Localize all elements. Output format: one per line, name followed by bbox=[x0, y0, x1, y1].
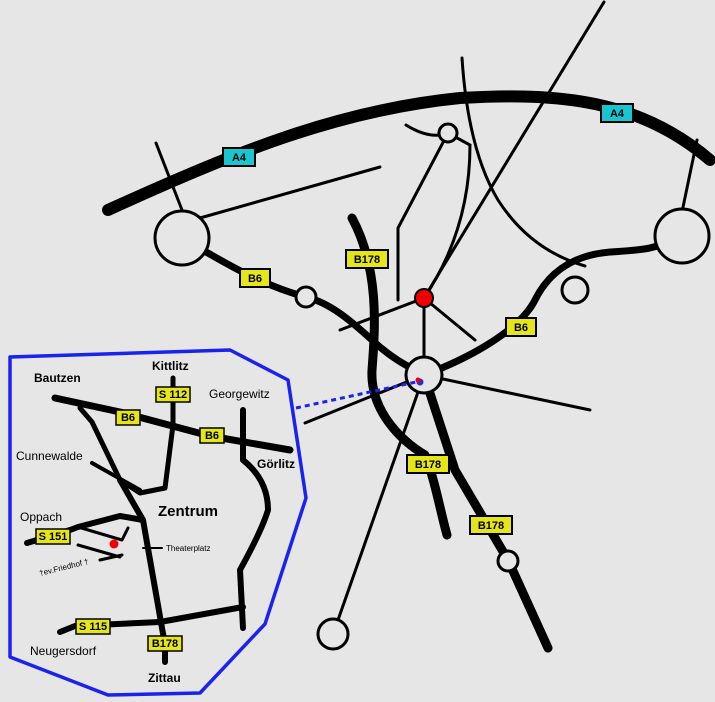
shield-b178-south-2: B178 bbox=[469, 515, 513, 535]
inset-road-s115 bbox=[57, 604, 246, 635]
roundabout-south-small bbox=[496, 549, 520, 573]
shield-b6-inset-left: B6 bbox=[115, 409, 141, 426]
svg-text:A4: A4 bbox=[232, 152, 247, 164]
roundabout-b6-west bbox=[294, 285, 318, 309]
inset-road-kittlitz bbox=[77, 375, 176, 496]
shield-b6-east: B6 bbox=[505, 317, 537, 337]
label-georgewitz: Georgewitz bbox=[209, 387, 270, 401]
shield-s115: S 115 bbox=[75, 618, 111, 635]
road-junction-east bbox=[422, 296, 477, 342]
inset-road-friedhof bbox=[76, 543, 124, 562]
center-marker-red bbox=[415, 377, 421, 383]
shield-b6-inset-right: B6 bbox=[199, 427, 225, 444]
inset-red-marker bbox=[109, 539, 119, 549]
svg-text:S 151: S 151 bbox=[39, 531, 68, 543]
road-north-west-link bbox=[422, 131, 472, 300]
svg-text:B178: B178 bbox=[354, 254, 380, 266]
svg-text:B178: B178 bbox=[478, 520, 504, 532]
road-center-east bbox=[422, 373, 592, 412]
label-zittau: Zittau bbox=[148, 671, 181, 685]
shield-a4-right: A4 bbox=[600, 103, 634, 123]
svg-text:B6: B6 bbox=[205, 430, 219, 442]
roundabout-east-small bbox=[560, 275, 590, 305]
inset-map: S 112 B6 B6 S 151 S 115 B178 Kittlitz Ba… bbox=[8, 348, 308, 697]
label-theaterplatz: Theaterplatz bbox=[166, 544, 210, 553]
label-kittlitz: Kittlitz bbox=[152, 359, 189, 373]
roundabout-north-small bbox=[437, 122, 459, 144]
roundabout-center bbox=[404, 355, 444, 395]
shield-s112: S 112 bbox=[155, 386, 191, 403]
inset-road-b6 bbox=[51, 394, 294, 454]
road-north-to-junction bbox=[460, 56, 587, 268]
svg-text:B178: B178 bbox=[152, 638, 178, 650]
road-upper-west bbox=[198, 165, 382, 220]
label-goerlitz: Görlitz bbox=[257, 457, 295, 471]
roundabout-east bbox=[653, 207, 711, 265]
road-b178-north bbox=[347, 213, 452, 540]
roundabout-south-west bbox=[316, 617, 350, 651]
inset-road-cunnewalde bbox=[90, 461, 142, 492]
shield-b178-south-1: B178 bbox=[406, 454, 450, 474]
label-cunnewalde: Cunnewalde bbox=[16, 449, 83, 463]
svg-text:B6: B6 bbox=[514, 322, 528, 334]
svg-text:B6: B6 bbox=[121, 412, 135, 424]
label-neugersdorf: Neugersdorf bbox=[30, 644, 97, 658]
label-zentrum: Zentrum bbox=[158, 503, 218, 520]
svg-text:S 112: S 112 bbox=[159, 389, 187, 401]
shield-b6-west: B6 bbox=[239, 268, 271, 288]
svg-text:A4: A4 bbox=[610, 108, 625, 120]
road-north-east-diagonal bbox=[422, 0, 606, 300]
roundabout-west bbox=[153, 209, 211, 267]
roundabouts bbox=[153, 122, 711, 651]
shield-b178-inset: B178 bbox=[147, 635, 183, 652]
label-oppach: Oppach bbox=[20, 510, 62, 524]
road-center-south-west bbox=[336, 373, 426, 622]
svg-text:B178: B178 bbox=[415, 459, 441, 471]
svg-text:S 115: S 115 bbox=[79, 621, 107, 633]
red-marker-junction bbox=[414, 288, 434, 308]
inset-road-oppach-loop bbox=[76, 525, 130, 542]
shield-s151: S 151 bbox=[35, 528, 71, 545]
road-b6-east bbox=[420, 232, 686, 379]
shield-b178-north: B178 bbox=[345, 249, 389, 269]
svg-text:B6: B6 bbox=[248, 273, 262, 285]
label-bautzen: Bautzen bbox=[34, 371, 81, 385]
minor-roads bbox=[154, 0, 699, 622]
shield-a4-left: A4 bbox=[222, 147, 256, 167]
inset-road-b178 bbox=[117, 477, 168, 665]
road-b6-west bbox=[178, 234, 428, 379]
inset-link-line bbox=[295, 380, 417, 410]
inset-road-east bbox=[237, 407, 271, 631]
road-center-west bbox=[303, 373, 426, 425]
